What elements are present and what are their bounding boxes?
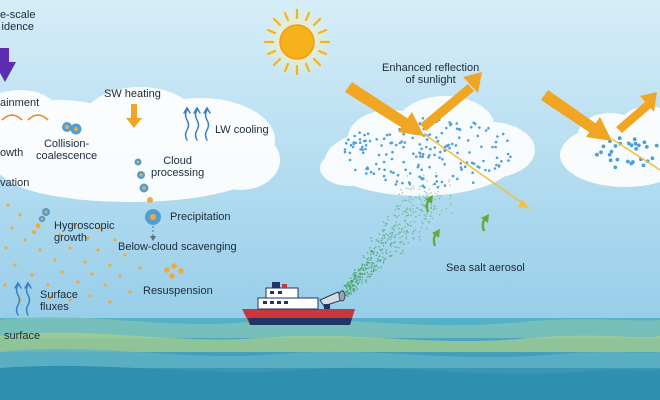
cloud-processing-label: Cloud processing	[151, 155, 204, 179]
sw-heating-arrow	[126, 104, 142, 128]
subsidence-arrow	[0, 48, 16, 82]
right-transmitted-ray	[611, 138, 660, 171]
sea-salt-aerosol-plume	[341, 171, 454, 297]
resuspension-icon	[164, 263, 184, 279]
collision-coalescence-label: Collision- coalescence	[36, 138, 97, 162]
right-incoming-sunlight-arrow	[541, 90, 612, 141]
sea-salt-aerosol-label: Sea salt aerosol	[446, 262, 525, 274]
hygroscopic-growth-label: Hygroscopic growth	[54, 220, 115, 244]
surface-fluxes-icon	[14, 281, 32, 316]
collision-droplets	[62, 122, 82, 135]
hygroscopic-growth-icon	[32, 208, 50, 234]
enhanced-reflection-label: Enhanced reflection of sunlight	[382, 62, 479, 86]
surface-fluxes-label: Surface fluxes	[40, 289, 78, 313]
below-cloud-scavenging-label: Below-cloud scavenging	[118, 241, 237, 253]
hygroscopic-line1: Hygroscopic	[54, 220, 115, 232]
collision-label-line1: Collision-	[43, 138, 90, 150]
middle-cloud	[320, 96, 535, 196]
lw-cooling-icon	[183, 106, 211, 141]
precipitation-label: Precipitation	[170, 211, 231, 223]
enhanced-reflection-line2: of sunlight	[405, 74, 456, 86]
sw-heating-label: SW heating	[104, 88, 161, 100]
surface-label: surface	[4, 330, 41, 342]
aerosol-particles	[3, 203, 142, 304]
entrainment-arcs	[1, 114, 49, 121]
sun-icon	[261, 6, 333, 78]
collision-label-line2: coalescence	[36, 150, 98, 162]
subsidence-label-line1: e-scale	[0, 9, 36, 21]
reflected-sunlight-arrow	[420, 72, 482, 131]
precipitation-droplet	[145, 209, 161, 241]
cloud-processing-line2: processing	[151, 167, 205, 179]
entrainment-label: ainment	[0, 97, 40, 109]
hygroscopic-line2: growth	[54, 232, 88, 244]
transmitted-ray-head	[518, 199, 530, 209]
subsidence-label-line2: idence	[1, 21, 34, 33]
right-cloud-droplets	[595, 136, 659, 170]
large-scale-subsidence-label: e-scale idence	[0, 9, 35, 33]
cloud-processing-line1: Cloud	[163, 155, 192, 167]
lw-cooling-label: LW cooling	[215, 124, 269, 136]
middle-cloud-droplets	[343, 117, 512, 189]
activation-label: vation	[0, 177, 30, 189]
cloud-processing-droplets	[134, 158, 153, 203]
surface-fluxes-line2: fluxes	[40, 301, 69, 313]
growth-label: owth	[0, 147, 24, 159]
enhanced-reflection-line1: Enhanced reflection	[382, 62, 480, 74]
left-cloud	[0, 87, 280, 202]
surface-fluxes-line1: Surface	[40, 289, 78, 301]
ocean	[0, 317, 660, 400]
right-reflected-sunlight-arrow	[616, 92, 657, 133]
transmitted-sunlight-ray	[423, 133, 526, 206]
resuspension-label: Resuspension	[143, 285, 213, 297]
incoming-sunlight-arrow	[345, 82, 424, 136]
ship-icon	[242, 282, 355, 325]
